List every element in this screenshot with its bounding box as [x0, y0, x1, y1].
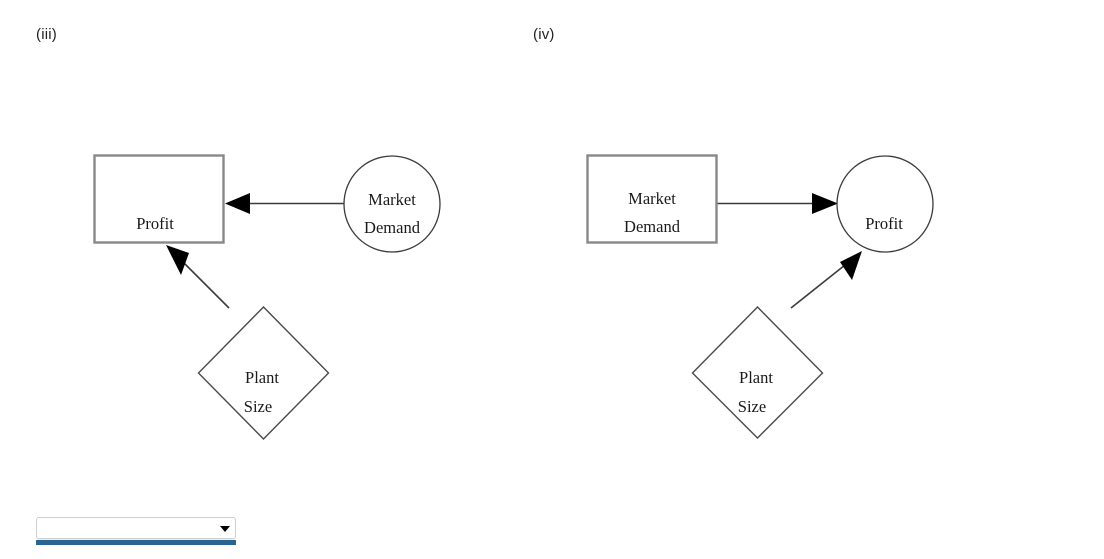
node-market-demand-rectangle: Market Demand	[586, 154, 718, 244]
edge-demand-to-profit-2	[717, 193, 838, 214]
edge-plant-to-profit	[166, 245, 230, 309]
node-label-plant-2: Plant	[739, 368, 773, 387]
node-profit-rectangle: Profit	[93, 154, 225, 244]
diagram-iii: Profit Market Demand Plant Size	[93, 154, 441, 440]
node-market-demand-circle: Market Demand	[343, 155, 441, 253]
edge-demand-to-profit	[225, 193, 344, 214]
node-label-market-2: Market	[628, 189, 676, 208]
causal-diagrams-canvas: Profit Market Demand Plant Size	[93, 154, 934, 440]
node-profit-circle: Profit	[836, 155, 934, 253]
node-plant-size-diamond: Plant Size	[197, 306, 330, 440]
chevron-down-icon[interactable]	[220, 526, 230, 532]
node-label-demand-2: Demand	[624, 217, 681, 236]
node-label-profit: Profit	[136, 214, 174, 233]
answer-select-wrapper	[36, 517, 236, 545]
edge-plant-to-profit-2	[790, 251, 862, 309]
node-label-size-2: Size	[738, 397, 766, 416]
node-label-market: Market	[368, 190, 416, 209]
node-label-demand: Demand	[364, 218, 421, 237]
node-plant-size-diamond-2: Plant Size	[691, 306, 824, 439]
diagram-iv: Market Demand Profit Plant Size	[586, 154, 934, 439]
answer-select[interactable]	[36, 517, 236, 539]
panel-label-iv: (iv)	[533, 26, 555, 43]
node-label-size: Size	[244, 397, 272, 416]
panel-label-iii: (iii)	[36, 26, 57, 43]
node-label-profit-2: Profit	[865, 214, 903, 233]
node-label-plant: Plant	[245, 368, 279, 387]
answer-select-underline	[36, 540, 236, 545]
